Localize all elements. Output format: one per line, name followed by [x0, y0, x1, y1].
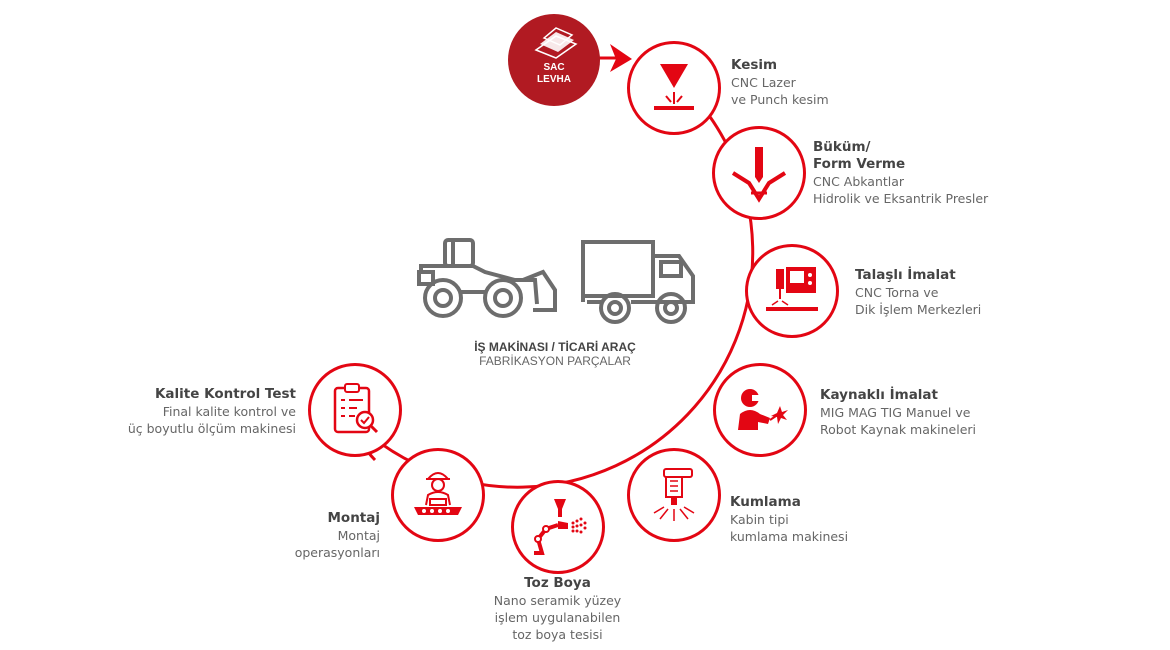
press-brake-icon: [731, 147, 787, 203]
truck-icon: [581, 240, 695, 324]
step-title: Talaşlı İmalat: [855, 267, 956, 283]
step-desc-line: işlem uygulanabilen: [494, 610, 621, 625]
wheel-loader-icon: [417, 238, 557, 318]
paint-robot-icon: [534, 499, 587, 555]
step-text-toz-boya: Toz Boya Nano seramik yüzey işlem uygula…: [470, 575, 645, 643]
step-desc-line: Nano seramik yüzey: [493, 593, 622, 608]
step-desc-line: Kabin tipi: [730, 512, 789, 527]
plate-icon: [534, 27, 578, 59]
step-text-kesim: Kesim CNC Lazer ve Punch kesim: [731, 57, 829, 108]
checklist-icon: [333, 383, 379, 434]
center-subtitle: FABRİKASYON PARÇALAR: [479, 354, 631, 368]
step-node-kalite-kontrol: [308, 363, 402, 457]
step-node-kesim: [627, 41, 721, 135]
step-desc-line: ve Punch kesim: [731, 92, 829, 107]
flow-arrow-head: [610, 44, 632, 72]
step-text-kaynakli-imalat: Kaynaklı İmalat MIG MAG TIG Manuel ve Ro…: [820, 387, 976, 438]
center-caption: İŞ MAKİNASI / TİCARİ ARAÇ FABRİKASYON PA…: [440, 340, 670, 368]
welder-icon: [738, 389, 788, 430]
start-label-line1: SAC: [543, 62, 565, 73]
step-node-kaynakli-imalat: [713, 363, 807, 457]
step-desc-line: MIG MAG TIG Manuel ve: [820, 405, 971, 420]
step-title: Büküm/: [813, 139, 871, 155]
step-title: Montaj: [327, 510, 380, 526]
laser-cut-icon: [654, 64, 694, 110]
step-text-kumlama: Kumlama Kabin tipi kumlama makinesi: [730, 494, 848, 545]
step-text-bukum: Büküm/ Form Verme CNC Abkantlar Hidrolik…: [813, 139, 988, 207]
step-node-montaj: [391, 448, 485, 542]
center-title: İŞ MAKİNASI / TİCARİ ARAÇ: [474, 340, 636, 354]
step-node-toz-boya: [511, 480, 605, 574]
step-desc-line: Dik İşlem Merkezleri: [855, 302, 982, 317]
step-desc-line: Robot Kaynak makineleri: [820, 422, 976, 437]
step-node-talasli-imalat: [745, 244, 839, 338]
step-desc-line: CNC Lazer: [731, 75, 796, 90]
step-title: Kesim: [731, 57, 778, 73]
step-text-kalite-kontrol: Kalite Kontrol Test Final kalite kontrol…: [110, 386, 296, 437]
step-desc-line: kumlama makinesi: [730, 529, 849, 544]
assembly-worker-icon: [414, 472, 462, 515]
step-title: Kalite Kontrol Test: [154, 386, 296, 402]
step-title: Kumlama: [730, 494, 801, 510]
cnc-machine-icon: [766, 267, 818, 311]
step-desc-line: üç boyutlu ölçüm makinesi: [127, 421, 296, 436]
step-desc-line: CNC Abkantlar: [813, 174, 905, 189]
step-title: Kaynaklı İmalat: [820, 387, 938, 403]
step-desc-line: CNC Torna ve: [855, 285, 939, 300]
step-desc-line: Final kalite kontrol ve: [162, 404, 296, 419]
step-desc-line: Hidrolik ve Eksantrik Presler: [813, 191, 989, 206]
start-node-sac-levha: SAC LEVHA: [508, 14, 600, 106]
step-text-montaj: Montaj Montaj operasyonları: [270, 510, 380, 561]
sandblast-gun-icon: [653, 468, 695, 521]
step-desc-line: toz boya tesisi: [512, 627, 603, 642]
step-node-kumlama: [627, 448, 721, 542]
step-desc-line: operasyonları: [294, 545, 380, 560]
step-desc-line: Montaj: [337, 528, 380, 543]
step-node-bukum: [712, 126, 806, 220]
start-label-line2: LEVHA: [537, 74, 571, 85]
vehicles-illustration: [417, 238, 695, 324]
step-title: Toz Boya: [524, 575, 591, 591]
step-text-talasli-imalat: Talaşlı İmalat CNC Torna ve Dik İşlem Me…: [855, 267, 981, 318]
step-title-line2: Form Verme: [813, 156, 906, 172]
